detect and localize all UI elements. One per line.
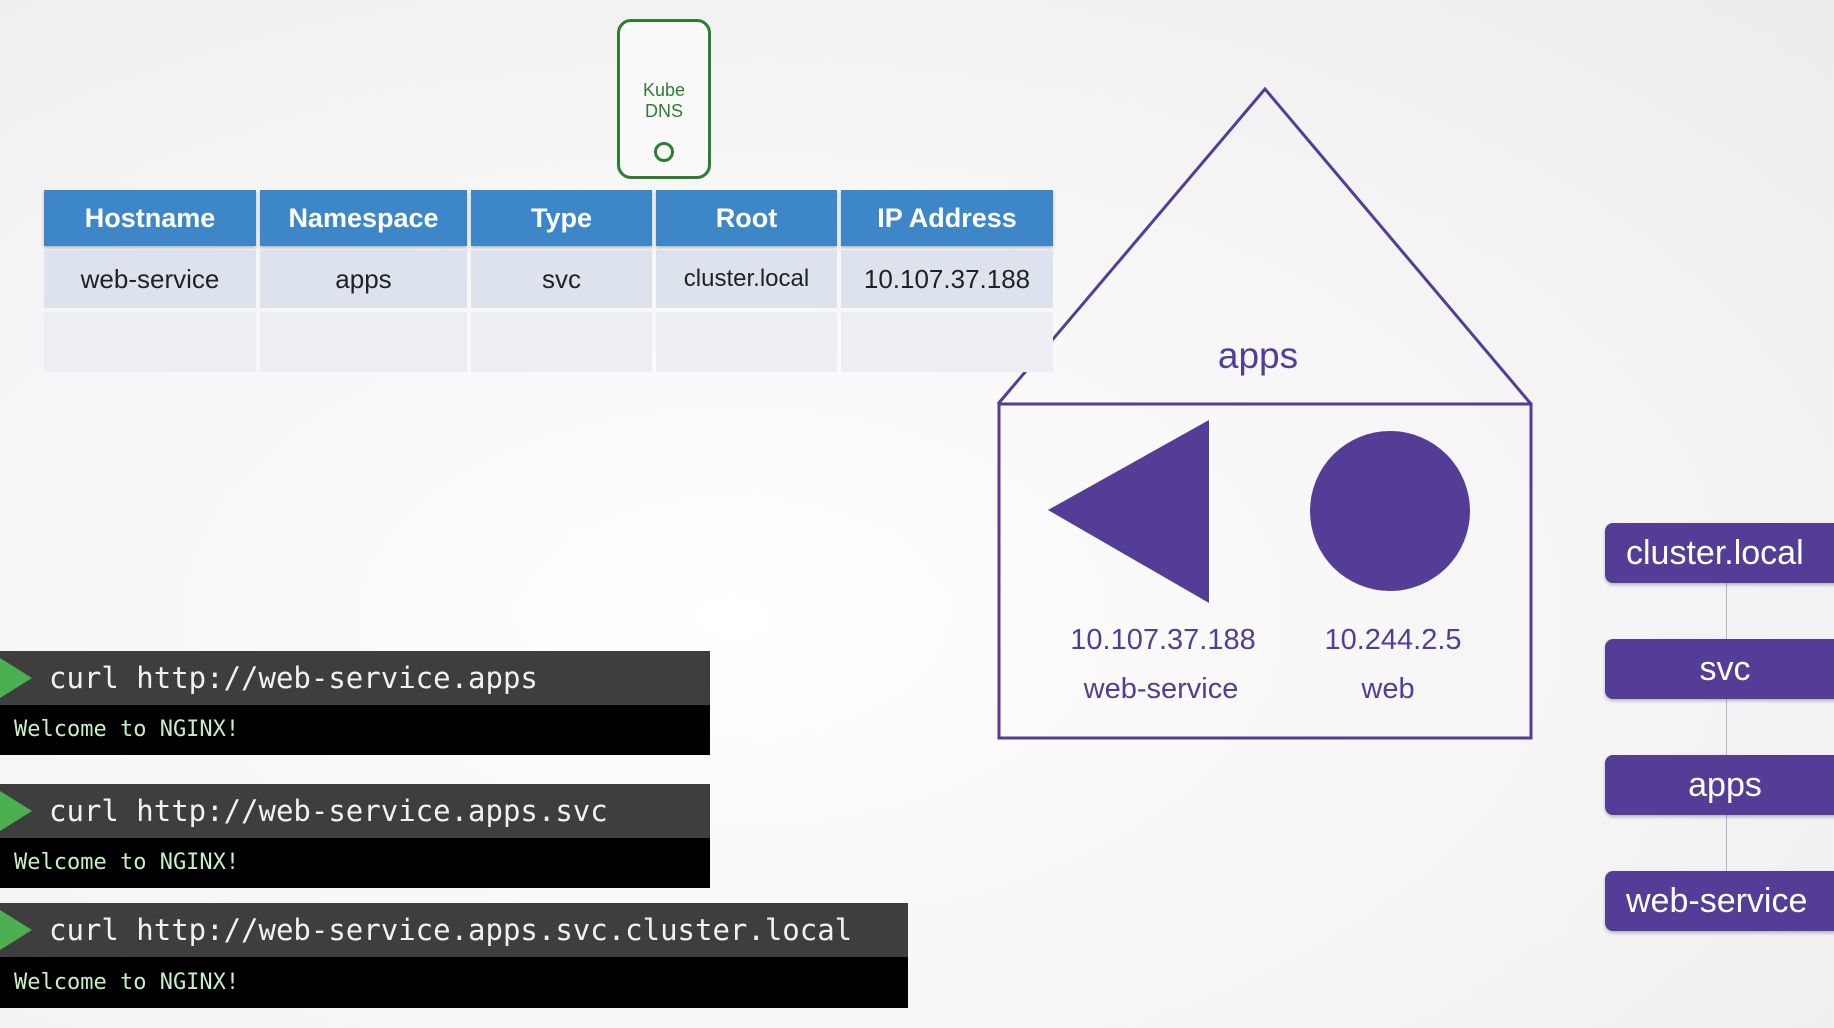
terminal-command: curl http://web-service.apps.svc.cluster… (49, 913, 853, 947)
col-header-ip-address: IP Address (841, 190, 1053, 246)
terminal-block: curl http://web-service.apps Welcome to … (0, 651, 710, 755)
kube-dns-label: Kube DNS (620, 80, 708, 122)
table-row: web-service apps svc cluster.local 10.10… (44, 250, 1053, 308)
hierarchy-connector-line (1726, 583, 1727, 873)
play-arrow-icon (0, 910, 32, 950)
play-arrow-icon (0, 658, 32, 698)
terminal-command: curl http://web-service.apps.svc (49, 794, 608, 828)
terminal-output: Welcome to NGINX! (0, 838, 710, 888)
cell-namespace (260, 312, 467, 372)
namespace-box (997, 402, 1533, 740)
terminal-output: Welcome to NGINX! (0, 705, 710, 755)
col-header-type: Type (471, 190, 652, 246)
terminal-command-bar: curl http://web-service.apps.svc (0, 784, 710, 838)
hierarchy-item-web-service: web-service (1605, 871, 1834, 931)
terminal-block: curl http://web-service.apps.svc Welcome… (0, 784, 710, 888)
namespace-label: apps (1218, 335, 1298, 376)
service-ip: 10.107.37.188 (1070, 624, 1255, 656)
cell-root: cluster.local (656, 250, 837, 308)
terminal-command: curl http://web-service.apps (49, 661, 538, 695)
col-header-hostname: Hostname (44, 190, 256, 246)
cell-ip-address (841, 312, 1053, 372)
table-header-row: Hostname Namespace Type Root IP Address (44, 190, 1053, 246)
cell-type (471, 312, 652, 372)
cell-namespace: apps (260, 250, 467, 308)
pod-circle-icon (654, 142, 674, 162)
terminal-block: curl http://web-service.apps.svc.cluster… (0, 903, 908, 1008)
terminal-command-bar: curl http://web-service.apps.svc.cluster… (0, 903, 908, 957)
hierarchy-item-cluster-local: cluster.local (1605, 523, 1834, 583)
cell-type: svc (471, 250, 652, 308)
col-header-namespace: Namespace (260, 190, 467, 246)
service-triangle-icon (1048, 420, 1209, 603)
cell-hostname: web-service (44, 250, 256, 308)
pod-ip: 10.244.2.5 (1324, 624, 1461, 656)
kube-dns-pod: Kube DNS (617, 19, 711, 179)
dns-records-table: Hostname Namespace Type Root IP Address … (40, 186, 1057, 376)
cell-root (656, 312, 837, 372)
service-name: web-service (1083, 673, 1239, 705)
hierarchy-item-svc: svc (1605, 639, 1834, 699)
cell-hostname (44, 312, 256, 372)
namespace-roof (996, 86, 1533, 405)
table-row (44, 312, 1053, 372)
terminal-output: Welcome to NGINX! (0, 957, 908, 1008)
kube-dns-label-line2: DNS (644, 101, 683, 121)
kube-dns-label-line1: Kube (642, 80, 686, 100)
hierarchy-item-apps: apps (1605, 755, 1834, 815)
col-header-root: Root (656, 190, 837, 246)
play-arrow-icon (0, 791, 32, 831)
terminal-command-bar: curl http://web-service.apps (0, 651, 710, 705)
pod-name: web (1360, 673, 1414, 705)
cell-ip-address: 10.107.37.188 (841, 250, 1053, 308)
pod-circle-icon (1310, 431, 1470, 591)
